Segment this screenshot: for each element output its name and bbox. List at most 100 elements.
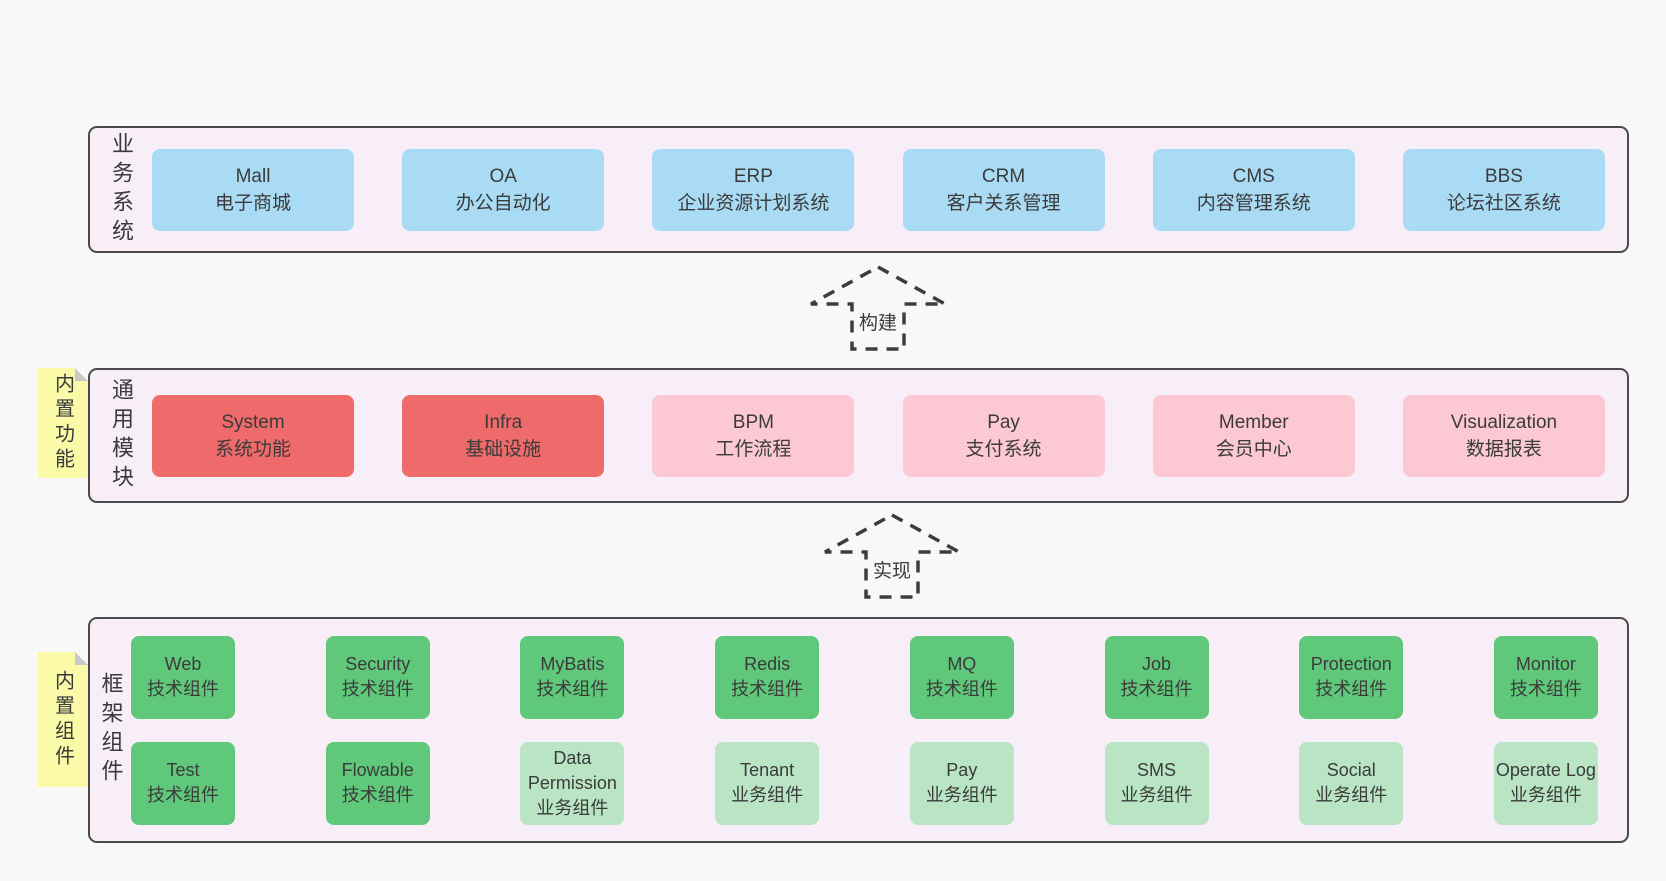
box-subtitle: 技术组件	[1509, 679, 1582, 699]
box-sms: SMS 业务组件	[1104, 741, 1209, 825]
box-cms: CMS 内容管理系统	[1152, 148, 1355, 231]
box-subtitle: 内容管理系统	[1196, 192, 1311, 214]
box-subtitle: 技术组件	[147, 785, 219, 805]
box-subtitle: 技术组件	[925, 679, 998, 699]
box-subtitle: 电子商城	[214, 192, 291, 214]
box-subtitle: 业务组件	[1509, 785, 1582, 805]
box-title: SMS	[1137, 760, 1177, 780]
box-subtitle: 企业资源计划系统	[677, 192, 830, 214]
box-job: Job 技术组件	[1104, 635, 1209, 719]
box-protection: Protection 技术组件	[1299, 635, 1404, 719]
box-subtitle: 业务组件	[1315, 785, 1388, 805]
box-title: Data Permission	[527, 747, 617, 793]
box-title: Tenant	[740, 760, 795, 780]
box-operate-log: Operate Log 业务组件	[1493, 741, 1598, 825]
section-framework-components: 框架组件 Web 技术组件 Security 技术组件 MyBatis 技术组件…	[88, 617, 1629, 843]
box-infra: Infra 基础设施	[402, 394, 605, 477]
box-title: BPM	[732, 411, 774, 433]
section-label: 业务系统	[109, 131, 134, 248]
box-title: Redis	[744, 654, 791, 674]
box-subtitle: 工作流程	[715, 438, 792, 460]
box-title: Flowable	[341, 760, 414, 780]
box-subtitle: 业务组件	[731, 785, 804, 805]
box-subtitle: 技术组件	[1315, 679, 1388, 699]
box-title: BBS	[1484, 165, 1523, 187]
box-test: Test 技术组件	[131, 741, 235, 825]
box-subtitle: 技术组件	[1120, 679, 1193, 699]
section-common-modules: 通用模块 System 系统功能 Infra 基础设施 BPM 工作流程 Pay…	[88, 368, 1629, 503]
box-subtitle: 系统功能	[214, 438, 291, 460]
section-label: 通用模块	[109, 377, 134, 494]
box-title: CMS	[1232, 165, 1275, 187]
box-system: System 系统功能	[152, 394, 354, 477]
arrow-implement: 实现	[822, 512, 962, 600]
box-subtitle: 办公自动化	[455, 192, 551, 214]
box-subtitle: 基础设施	[465, 438, 542, 460]
box-title: Infra	[484, 411, 523, 433]
arrow-build: 构建	[808, 264, 948, 352]
box-mybatis: MyBatis 技术组件	[520, 635, 625, 719]
box-title: Member	[1218, 411, 1289, 433]
box-bbs: BBS 论坛社区系统	[1402, 148, 1605, 231]
box-mq: MQ 技术组件	[909, 635, 1014, 719]
box-title: CRM	[981, 165, 1026, 187]
framework-components-row-1: Web 技术组件 Security 技术组件 MyBatis 技术组件 Redi…	[131, 635, 1598, 719]
box-bpm: BPM 工作流程	[652, 394, 855, 477]
arrow-implement-label: 实现	[869, 556, 915, 583]
box-title: ERP	[733, 165, 773, 187]
box-title: Operate Log	[1495, 760, 1596, 780]
box-crm: CRM 客户关系管理	[902, 148, 1105, 231]
box-title: Social	[1326, 760, 1376, 780]
box-pay-component: Pay 业务组件	[909, 741, 1014, 825]
box-title: Monitor	[1515, 654, 1576, 674]
box-title: MQ	[947, 654, 977, 674]
box-title: System	[221, 411, 285, 433]
box-title: OA	[489, 165, 517, 187]
box-subtitle: 技术组件	[731, 679, 804, 699]
box-web: Web 技术组件	[131, 635, 235, 719]
section-label: 框架组件	[98, 672, 124, 788]
box-subtitle: 技术组件	[536, 679, 609, 699]
box-subtitle: 会员中心	[1215, 438, 1292, 460]
box-subtitle: 业务组件	[925, 785, 998, 805]
box-subtitle: 论坛社区系统	[1446, 192, 1561, 214]
box-erp: ERP 企业资源计划系统	[652, 148, 855, 231]
box-social: Social 业务组件	[1299, 741, 1404, 825]
box-pay-module: Pay 支付系统	[902, 394, 1105, 477]
box-data-permission: Data Permission 业务组件	[520, 741, 625, 825]
box-monitor: Monitor 技术组件	[1493, 635, 1598, 719]
framework-components-row-2: Test 技术组件 Flowable 技术组件 Data Permission …	[131, 741, 1598, 825]
box-subtitle: 业务组件	[1120, 785, 1193, 805]
section-business-systems: 业务系统 Mall 电子商城 OA 办公自动化 ERP 企业资源计划系统 CRM…	[88, 126, 1629, 253]
box-member: Member 会员中心	[1152, 394, 1355, 477]
sticky-note-builtin-features: 内置功能	[38, 368, 88, 478]
box-title: Test	[166, 760, 200, 780]
box-title: Protection	[1310, 654, 1392, 674]
box-title: MyBatis	[540, 654, 605, 674]
box-redis: Redis 技术组件	[715, 635, 820, 719]
common-modules-row: System 系统功能 Infra 基础设施 BPM 工作流程 Pay 支付系统…	[152, 394, 1605, 477]
box-subtitle: 技术组件	[341, 679, 414, 699]
arrow-build-label: 构建	[855, 308, 901, 335]
box-subtitle: 技术组件	[147, 679, 219, 699]
box-title: Visualization	[1450, 411, 1558, 433]
box-tenant: Tenant 业务组件	[715, 741, 820, 825]
box-title: Mall	[235, 165, 271, 187]
box-subtitle: 技术组件	[341, 785, 414, 805]
business-systems-row: Mall 电子商城 OA 办公自动化 ERP 企业资源计划系统 CRM 客户关系…	[152, 148, 1605, 231]
box-subtitle: 客户关系管理	[946, 192, 1061, 214]
box-title: Pay	[987, 411, 1020, 433]
box-visualization: Visualization 数据报表	[1402, 394, 1605, 477]
box-oa: OA 办公自动化	[402, 148, 605, 231]
box-title: Job	[1142, 654, 1172, 674]
box-title: Security	[345, 654, 411, 674]
box-title: Pay	[946, 760, 978, 780]
sticky-note-builtin-components: 内置组件	[38, 652, 88, 787]
box-title: Web	[164, 654, 202, 674]
box-subtitle: 数据报表	[1465, 438, 1542, 460]
box-mall: Mall 电子商城	[152, 148, 354, 231]
box-security: Security 技术组件	[325, 635, 430, 719]
box-subtitle: 业务组件	[536, 797, 609, 818]
box-flowable: Flowable 技术组件	[325, 741, 430, 825]
box-subtitle: 支付系统	[965, 438, 1042, 460]
